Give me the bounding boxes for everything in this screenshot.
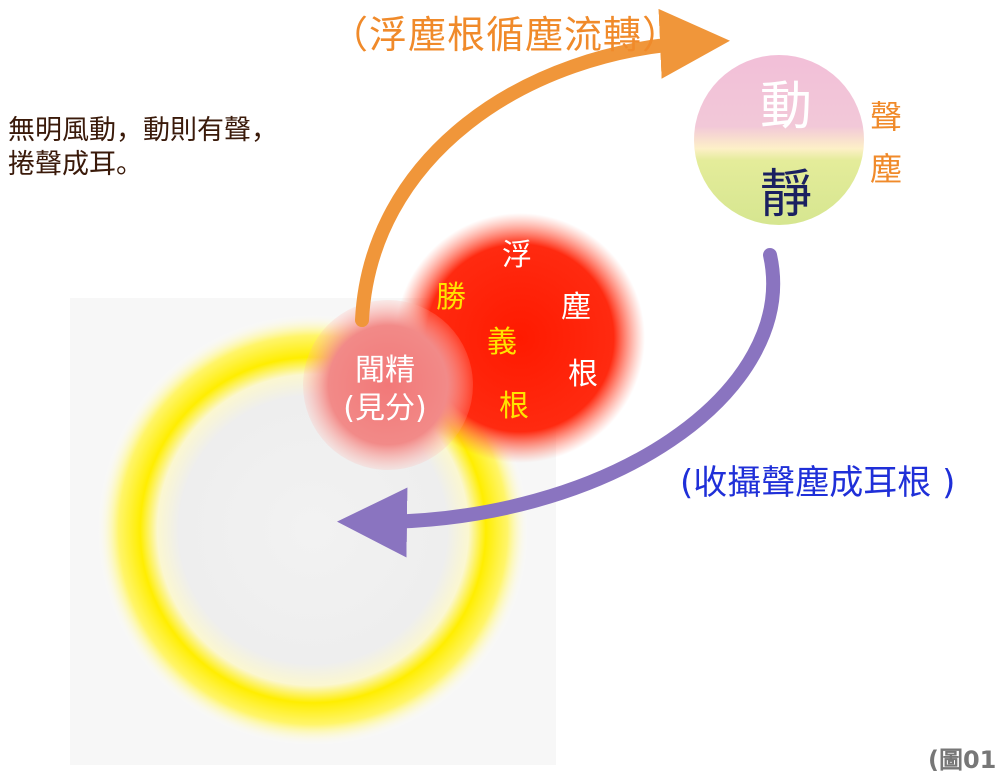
top-label: （浮塵根循塵流轉） bbox=[330, 13, 682, 57]
sound-dust-circle bbox=[694, 55, 864, 225]
hearing-essence-line1: 聞精 bbox=[355, 353, 415, 388]
orange-arrow bbox=[355, 8, 730, 327]
fu-chen-gen-char-2: 塵 bbox=[561, 290, 591, 325]
left-annotation-line1: 無明風動，動則有聲， bbox=[8, 115, 278, 146]
hearing-essence-line2: (見分) bbox=[343, 391, 427, 426]
hearing-essence-label: 聞精 (見分) bbox=[330, 352, 440, 428]
dong-char: 動 bbox=[759, 77, 812, 137]
figure-label: (圖01 bbox=[928, 746, 996, 774]
sheng-yi-gen-char-1: 勝 bbox=[436, 280, 466, 315]
sheng-yi-gen-char-3: 根 bbox=[499, 389, 529, 424]
purple-arrow bbox=[337, 248, 781, 558]
right-label: (收攝聲塵成耳根 ) bbox=[680, 463, 956, 503]
fu-chen-gen-char-3: 根 bbox=[568, 357, 598, 392]
jing-char: 靜 bbox=[759, 165, 812, 225]
left-annotation-line2: 捲聲成耳。 bbox=[8, 149, 143, 180]
sheng-yi-gen-char-2: 義 bbox=[487, 325, 517, 360]
hearing-circle bbox=[303, 300, 473, 470]
fu-chen-gen-char-1: 浮 bbox=[502, 238, 532, 273]
sound-dust-side-label-2: 塵 bbox=[870, 150, 903, 188]
left-annotation: 無明風動，動則有聲， 捲聲成耳。 bbox=[8, 114, 278, 182]
sound-dust-side-label-1: 聲 bbox=[870, 98, 903, 136]
